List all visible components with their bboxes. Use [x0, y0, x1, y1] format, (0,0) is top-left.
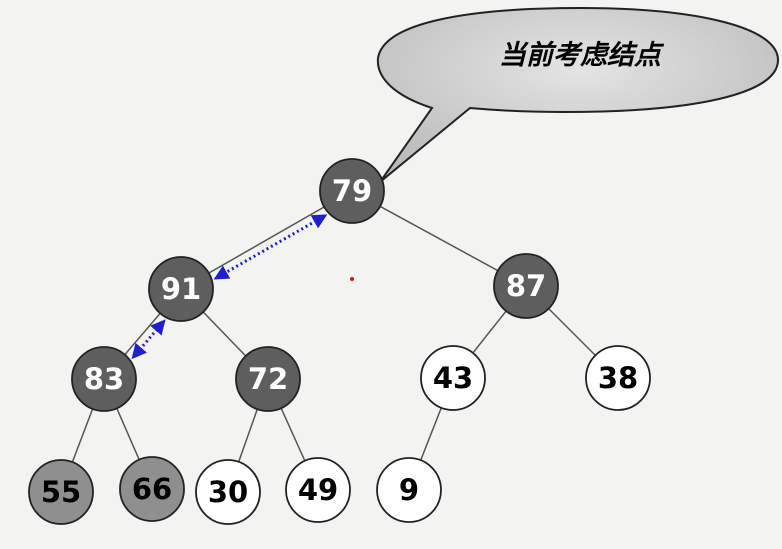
- heap-node-circle: [195, 459, 261, 525]
- tree-nodes: 79 91 87 83 72 43 38 55 66 30 49 9: [28, 158, 651, 525]
- heap-node-43: 43: [420, 345, 486, 411]
- heap-node-label: 87: [506, 269, 546, 303]
- heap-node-label: 79: [332, 174, 372, 208]
- heap-node-circle: [148, 256, 214, 322]
- heap-node-72: 72: [235, 346, 301, 412]
- heap-node-9: 9: [376, 457, 442, 523]
- heap-node-label: 72: [248, 362, 288, 396]
- swap-arrows: [131, 214, 328, 360]
- swap-arrow: [213, 214, 328, 280]
- heap-node-38: 38: [585, 345, 651, 411]
- heap-node-83: 83: [71, 346, 137, 412]
- heap-node-label: 43: [433, 361, 473, 395]
- red-marker-dot: [350, 277, 354, 281]
- heap-node-66: 66: [119, 456, 185, 522]
- heap-node-91: 91: [148, 256, 214, 322]
- heap-node-circle: [235, 346, 301, 412]
- heap-node-circle: [420, 345, 486, 411]
- heap-node-label: 49: [298, 473, 338, 507]
- heap-node-circle: [119, 456, 185, 522]
- heap-node-circle: [376, 457, 442, 523]
- heap-node-circle: [319, 158, 385, 224]
- callout-shape: [376, 6, 780, 183]
- heap-node-label: 66: [132, 472, 172, 506]
- callout-bubble: 当前考虑结点: [376, 6, 780, 183]
- callout-label: 当前考虑结点: [499, 40, 665, 71]
- heap-node-label: 55: [41, 475, 81, 509]
- heap-node-30: 30: [195, 459, 261, 525]
- heap-node-55: 55: [28, 459, 94, 525]
- heap-node-circle: [493, 253, 559, 319]
- heap-node-circle: [71, 346, 137, 412]
- heap-node-87: 87: [493, 253, 559, 319]
- tree-edges: [60, 190, 619, 493]
- heap-node-49: 49: [285, 457, 351, 523]
- heap-node-circle: [28, 459, 94, 525]
- heap-node-label: 91: [161, 272, 201, 306]
- heap-node-79: 79: [319, 158, 385, 224]
- heap-node-label: 83: [84, 362, 124, 396]
- heap-node-label: 30: [208, 475, 248, 509]
- tree-edge: [351, 190, 527, 287]
- heap-node-circle: [285, 457, 351, 523]
- heap-node-label: 9: [399, 473, 419, 507]
- heap-node-circle: [585, 345, 651, 411]
- heap-node-label: 38: [598, 361, 638, 395]
